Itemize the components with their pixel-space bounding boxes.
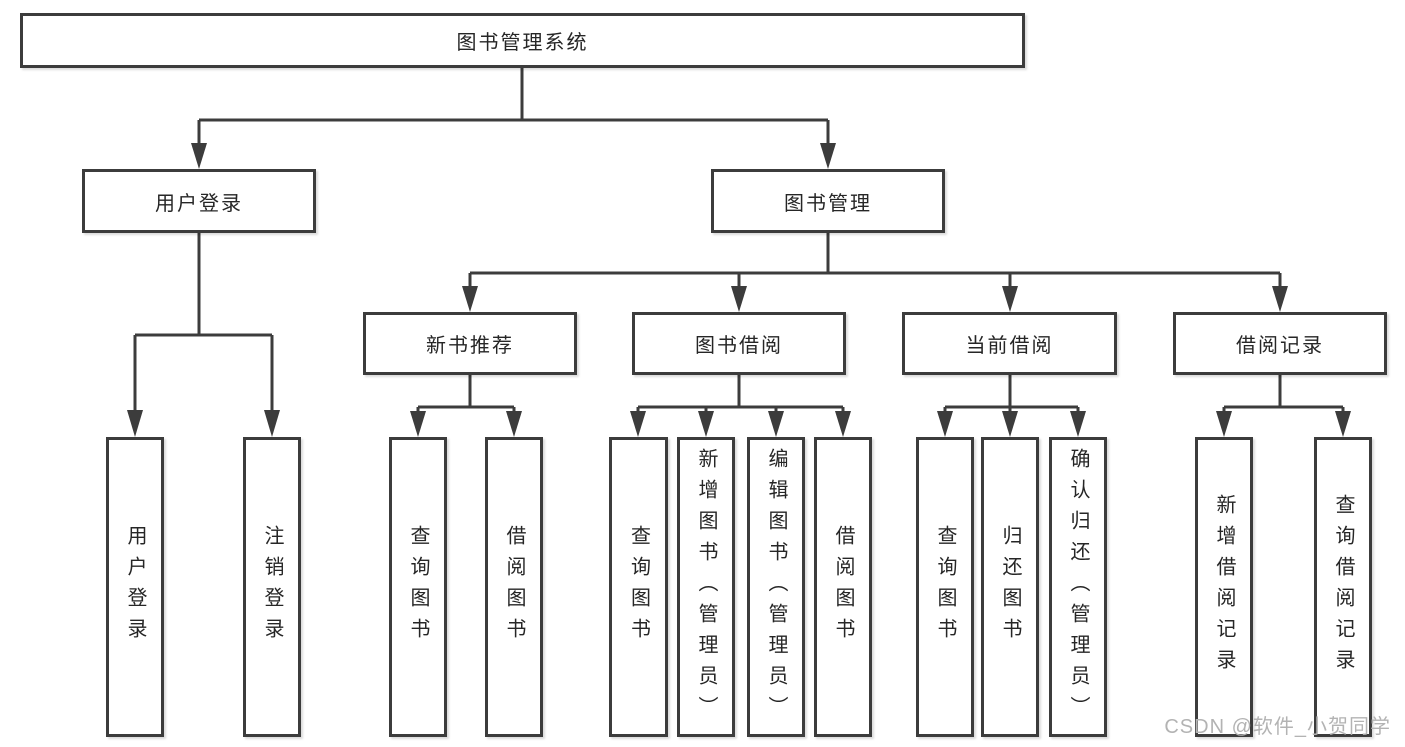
leaf-add-borrow-record-label: 新增借阅记录	[1213, 494, 1235, 680]
leaf-add-borrow-record: 新增借阅记录	[1195, 437, 1253, 737]
leaf-borrow-books-recommend-label: 借阅图书	[503, 525, 525, 649]
node-current-borrow: 当前借阅	[902, 312, 1117, 375]
leaf-borrow-books: 借阅图书	[814, 437, 872, 737]
leaf-add-books-admin: 新增图书（管理员）	[677, 437, 735, 737]
node-borrow-records-label: 借阅记录	[1236, 335, 1324, 357]
leaf-return-books: 归还图书	[981, 437, 1039, 737]
leaf-query-borrow-record: 查询借阅记录	[1314, 437, 1372, 737]
leaf-query-books-current-label: 查询图书	[934, 525, 956, 649]
node-new-book-recommend: 新书推荐	[363, 312, 577, 375]
node-book-management-label: 图书管理	[784, 192, 872, 215]
leaf-borrow-books-recommend: 借阅图书	[485, 437, 543, 737]
leaf-query-books-borrow: 查询图书	[609, 437, 668, 737]
node-root-label: 图书管理系统	[456, 32, 589, 54]
leaf-logout-label: 注销登录	[261, 525, 283, 649]
node-user-login: 用户登录	[82, 169, 316, 233]
node-new-book-recommend-label: 新书推荐	[426, 335, 514, 357]
leaf-logout: 注销登录	[243, 437, 301, 737]
node-root: 图书管理系统	[20, 13, 1025, 68]
leaf-query-books-recommend-label: 查询图书	[407, 525, 429, 649]
leaf-user-login-label: 用户登录	[124, 525, 146, 649]
leaf-query-books-recommend: 查询图书	[389, 437, 447, 737]
node-borrow-records: 借阅记录	[1173, 312, 1387, 375]
leaf-return-books-label: 归还图书	[999, 525, 1021, 649]
node-user-login-label: 用户登录	[155, 192, 243, 215]
watermark: CSDN @软件_小贺同学	[1164, 716, 1391, 738]
node-current-borrow-label: 当前借阅	[965, 335, 1054, 357]
leaf-edit-books-admin-label: 编辑图书（管理员）	[765, 447, 787, 727]
node-book-management: 图书管理	[711, 169, 945, 233]
node-book-borrow-label: 图书借阅	[695, 335, 783, 357]
leaf-query-borrow-record-label: 查询借阅记录	[1332, 494, 1354, 680]
leaf-query-books-current: 查询图书	[916, 437, 974, 737]
leaf-confirm-return-admin: 确认归还（管理员）	[1049, 437, 1107, 737]
leaf-user-login: 用户登录	[106, 437, 164, 737]
node-book-borrow: 图书借阅	[632, 312, 846, 375]
leaf-borrow-books-label: 借阅图书	[832, 525, 854, 649]
leaf-add-books-admin-label: 新增图书（管理员）	[695, 447, 717, 727]
leaf-confirm-return-admin-label: 确认归还（管理员）	[1067, 447, 1089, 727]
leaf-query-books-borrow-label: 查询图书	[627, 525, 650, 649]
leaf-edit-books-admin: 编辑图书（管理员）	[747, 437, 805, 737]
